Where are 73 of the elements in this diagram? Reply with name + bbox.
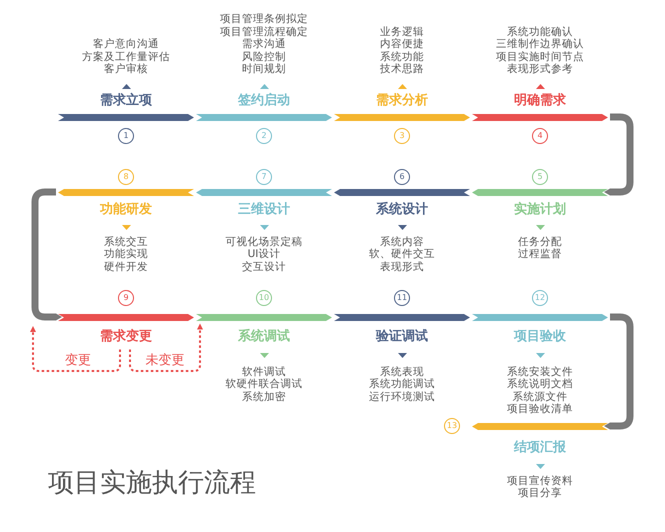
detail-text: 项目验收清单 — [507, 403, 573, 416]
detail-text: 可视化场景定稿 — [226, 236, 302, 248]
stage-title: 验证调试 — [376, 328, 428, 344]
detail-text: 项目管理流程确定 — [220, 26, 308, 38]
step-number: 5 — [532, 169, 548, 185]
detail-text: 系统表现 — [380, 366, 424, 378]
detail-text: 三维制作边界确认 — [496, 38, 584, 50]
stage-title: 功能研发 — [100, 202, 152, 218]
stage-title: 需求立项 — [100, 92, 152, 108]
detail-text: 系统源文件 — [512, 390, 568, 403]
stage-title: 系统设计 — [376, 202, 428, 218]
step-number: 4 — [532, 128, 548, 144]
detail-text: 风险控制 — [242, 50, 286, 63]
detail-text: 方案及工作量评估 — [82, 50, 170, 63]
edge-label: 变更 — [63, 353, 93, 369]
detail-text: 项目实施时间节点 — [496, 50, 584, 63]
edge-label: 未变更 — [144, 353, 186, 369]
detail-text: 软硬件联合调试 — [226, 378, 302, 390]
flow-connector — [32, 188, 62, 320]
step-number: 9 — [118, 290, 134, 306]
stage-title: 系统调试 — [238, 328, 290, 344]
detail-text: UI设计 — [248, 248, 280, 260]
detail-text: 运行环境测试 — [369, 390, 435, 403]
step-number: 11 — [394, 290, 410, 306]
step-number: 2 — [256, 128, 272, 144]
stage-title: 需求分析 — [376, 92, 428, 108]
stage-title: 明确需求 — [514, 92, 566, 108]
step-number: 7 — [256, 169, 272, 185]
step-number: 13 — [444, 418, 460, 434]
step-number: 6 — [394, 169, 410, 185]
detail-text: 功能实现 — [104, 248, 148, 260]
detail-text: 系统功能调试 — [369, 378, 435, 390]
detail-text: 系统功能 — [380, 50, 424, 63]
detail-text: 业务逻辑 — [380, 26, 424, 38]
detail-text: 任务分配 — [518, 236, 562, 248]
detail-text: 内容便捷 — [380, 38, 424, 50]
detail-text: 过程监督 — [518, 248, 562, 260]
dashed-arrow — [30, 326, 121, 372]
stage-title: 需求变更 — [100, 328, 152, 344]
detail-text: 系统交互 — [104, 236, 148, 248]
detail-text: 系统安装文件 — [507, 366, 573, 378]
stage-title: 实施计划 — [514, 202, 566, 218]
dashed-arrow — [129, 324, 203, 372]
detail-text: 项目分享 — [518, 487, 562, 500]
detail-text: 项目管理条例拟定 — [220, 13, 308, 26]
detail-text: 时间规划 — [242, 63, 286, 76]
step-number: 3 — [394, 128, 410, 144]
step-number: 12 — [532, 290, 548, 306]
step-number: 1 — [118, 128, 134, 144]
detail-text: 系统加密 — [242, 390, 286, 403]
stage-title: 签约启动 — [238, 92, 290, 108]
flow-connector — [604, 114, 634, 196]
detail-text: 软、硬件交互 — [369, 248, 435, 260]
detail-text: 表现形式参考 — [507, 63, 573, 76]
step-number: 10 — [256, 290, 272, 306]
step-number: 8 — [118, 169, 134, 185]
detail-text: 表现形式 — [380, 260, 424, 273]
detail-text: 系统说明文档 — [507, 378, 573, 390]
detail-text: 系统内容 — [380, 236, 424, 248]
detail-text: 硬件开发 — [104, 260, 148, 273]
flow-connector — [604, 314, 634, 430]
detail-text: 需求沟通 — [242, 38, 286, 50]
diagram-title: 项目实施执行流程 — [48, 467, 256, 499]
detail-text: 项目宣传资料 — [507, 474, 573, 487]
stage-title: 项目验收 — [514, 328, 566, 344]
detail-text: 客户审核 — [104, 63, 148, 76]
detail-text: 客户意向沟通 — [93, 38, 159, 50]
detail-text: 技术思路 — [380, 63, 424, 76]
detail-text: 系统功能确认 — [507, 26, 573, 38]
detail-text: 交互设计 — [242, 260, 286, 273]
stage-title: 三维设计 — [238, 202, 290, 218]
detail-text: 软件调试 — [242, 366, 286, 378]
stage-title: 结项汇报 — [514, 440, 566, 456]
